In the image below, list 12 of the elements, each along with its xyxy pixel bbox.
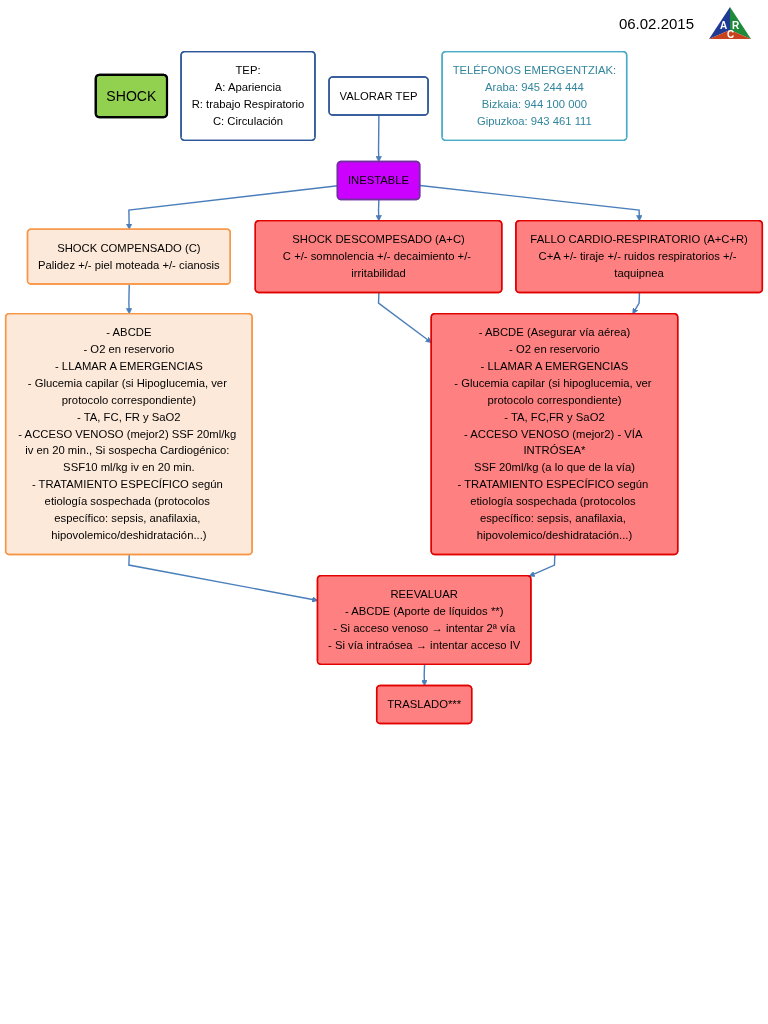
arrow — [632, 292, 641, 315]
arrow — [125, 283, 133, 315]
triangle-letter: R — [732, 20, 740, 31]
arrow — [375, 199, 382, 222]
date-text: 06.02.2015 — [618, 14, 694, 32]
arrow — [419, 184, 643, 222]
arrow — [377, 292, 432, 343]
arrow — [421, 664, 428, 687]
triangle-letter: A — [720, 20, 728, 31]
arrow — [528, 554, 556, 577]
arrow — [375, 114, 382, 163]
triangle-letter: C — [727, 29, 735, 40]
